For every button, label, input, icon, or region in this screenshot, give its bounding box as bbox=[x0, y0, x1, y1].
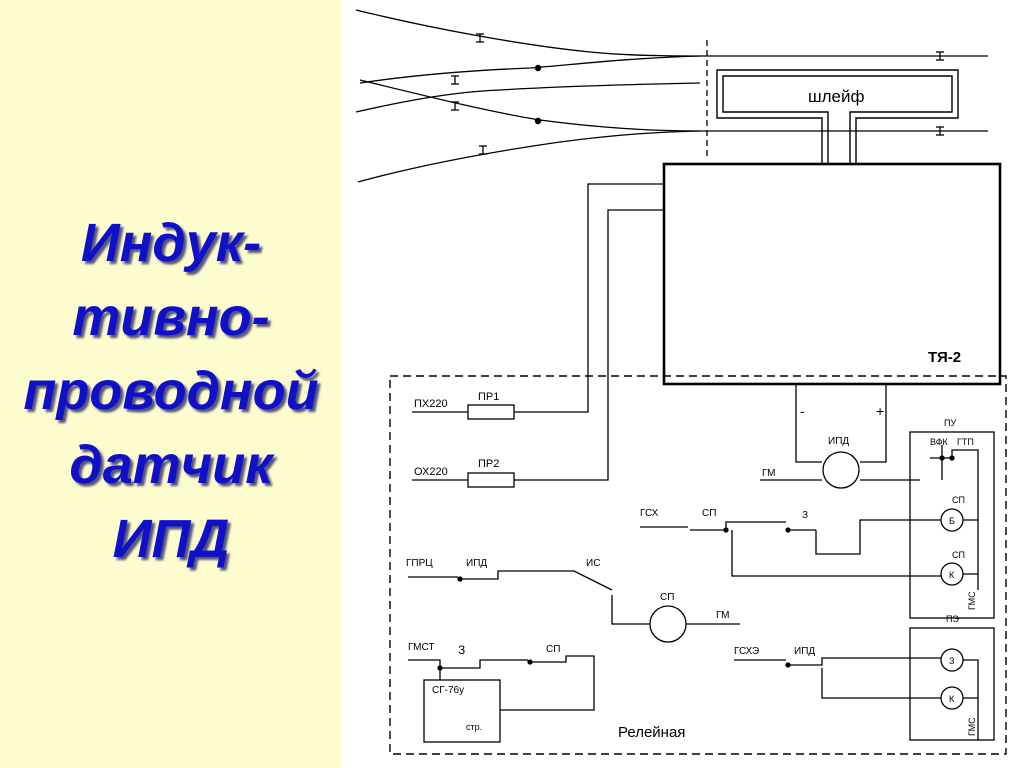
is-contact bbox=[570, 570, 613, 591]
ipd-mid-label: ИПД bbox=[466, 558, 487, 569]
gprc-label: ГПРЦ bbox=[406, 558, 433, 569]
gmst-wire bbox=[408, 659, 528, 669]
title-panel: Индук- тивно- проводной датчик ИПД bbox=[0, 0, 342, 768]
gsxe-label: ГСХЭ bbox=[734, 646, 759, 657]
ipd-to-k2-wire bbox=[821, 668, 941, 699]
title-line-4: датчик bbox=[69, 435, 273, 495]
vfk-label: ВФК bbox=[930, 437, 949, 447]
gms-2-label: ГМС bbox=[967, 717, 977, 736]
px220-wire bbox=[412, 183, 664, 413]
pe-box bbox=[909, 627, 995, 741]
sg76-label: СГ-76у bbox=[432, 685, 464, 696]
k-letter: К bbox=[949, 570, 955, 580]
sp-low-contact bbox=[500, 655, 595, 711]
title-line-3: проводной bbox=[23, 361, 319, 421]
sp-low-label: СП bbox=[546, 644, 560, 655]
pe-right-wire bbox=[963, 659, 979, 740]
title-line-1: Индук- bbox=[80, 213, 262, 273]
feed-wires bbox=[412, 183, 664, 488]
relay-room-border bbox=[389, 375, 1007, 755]
gm-top-label: ГМ bbox=[762, 468, 776, 479]
loop-label: шлейф bbox=[808, 87, 865, 106]
gsx-circuit bbox=[640, 519, 941, 577]
sp-mid-joint bbox=[723, 527, 729, 533]
ipd-sensor-circuit bbox=[760, 384, 920, 489]
circuit-diagram: шлейф ТЯ-2 Релейная ПХ220 ПР1 ОХ220 ПР2 … bbox=[342, 0, 1024, 768]
fuse-pr2 bbox=[467, 472, 515, 488]
sp-b-label: СП bbox=[952, 495, 965, 505]
slide-title: Индук- тивно- проводной датчик ИПД bbox=[6, 206, 336, 576]
z-mid-label: З bbox=[802, 510, 808, 521]
gmst-circuit bbox=[408, 655, 595, 743]
gsx-label: ГСХ bbox=[640, 508, 659, 519]
vfk-joint bbox=[939, 455, 945, 461]
gmst-label: ГМСТ bbox=[408, 642, 435, 653]
k-letter-2: К bbox=[949, 694, 955, 704]
sp-k-label: СП bbox=[952, 550, 965, 560]
plus-label: + bbox=[876, 403, 884, 419]
vfk-gtp-contacts bbox=[930, 445, 979, 590]
track-rail-2 bbox=[359, 55, 701, 84]
is-to-sp-wire bbox=[611, 595, 650, 625]
ipd-top-label: ИПД bbox=[828, 436, 849, 447]
ipd-low-label: ИПД bbox=[794, 646, 815, 657]
z-mid-joint bbox=[785, 527, 791, 533]
pu-right-wire bbox=[963, 519, 978, 575]
is-label: ИС bbox=[586, 558, 600, 569]
z-letter: З bbox=[949, 656, 954, 666]
track-lines bbox=[355, 9, 988, 183]
sg76-box bbox=[423, 679, 501, 743]
gtp-label: ГТП bbox=[957, 437, 974, 447]
b-letter: Б bbox=[949, 516, 955, 526]
track-joint-2 bbox=[534, 117, 542, 125]
tya2-label: ТЯ-2 bbox=[928, 349, 961, 366]
gprc-relay-circuit bbox=[408, 570, 740, 643]
sp-low-joint bbox=[527, 659, 533, 665]
z-low-label: З bbox=[458, 643, 465, 657]
pu-box bbox=[909, 431, 995, 619]
pe-label: ПЭ bbox=[946, 614, 959, 624]
title-line-2: тивно- bbox=[72, 287, 270, 347]
pr1-label: ПР1 bbox=[478, 391, 499, 403]
title-line-5: ИПД bbox=[112, 509, 230, 569]
track-joint-1 bbox=[534, 64, 542, 72]
relay-room-label: Релейная bbox=[618, 724, 685, 741]
sp-mid-contact bbox=[690, 521, 816, 531]
ipd-wire-minus bbox=[795, 384, 822, 463]
ipd-wire-plus bbox=[860, 384, 887, 463]
ipd-low-joint bbox=[785, 662, 791, 668]
ox220-wire bbox=[412, 209, 664, 481]
pu-label: ПУ bbox=[944, 418, 956, 428]
gsxe-circuit bbox=[734, 627, 995, 741]
loop-shleyf bbox=[716, 69, 959, 163]
loop-inner bbox=[722, 75, 953, 163]
ox220-label: ОХ220 bbox=[414, 466, 448, 478]
gprc-wire bbox=[408, 570, 570, 580]
sp-mid-label: СП bbox=[702, 508, 716, 519]
z-to-b-wire bbox=[815, 519, 941, 555]
sp-relay-label: СП bbox=[660, 592, 674, 603]
fuse-pr1 bbox=[467, 404, 515, 420]
loop-outer bbox=[716, 69, 959, 163]
str-label: стр. bbox=[466, 722, 482, 732]
track-rail-5 bbox=[357, 130, 701, 183]
track-rail-3 bbox=[355, 82, 701, 113]
ipd-sensor-coil bbox=[822, 451, 860, 489]
gtp-joint bbox=[949, 455, 955, 461]
tya2-box bbox=[662, 162, 1002, 386]
sp-to-k-wire bbox=[731, 530, 941, 577]
track-rail-1 bbox=[355, 9, 988, 57]
ipd-mid-joint bbox=[457, 576, 463, 582]
gm-relay-label: ГМ bbox=[716, 610, 730, 621]
pr2-label: ПР2 bbox=[478, 458, 499, 470]
gms-1-label: ГМС bbox=[967, 591, 977, 610]
minus-label: - bbox=[800, 403, 805, 419]
px220-label: ПХ220 bbox=[414, 398, 448, 410]
gsxe-wire bbox=[734, 657, 941, 666]
